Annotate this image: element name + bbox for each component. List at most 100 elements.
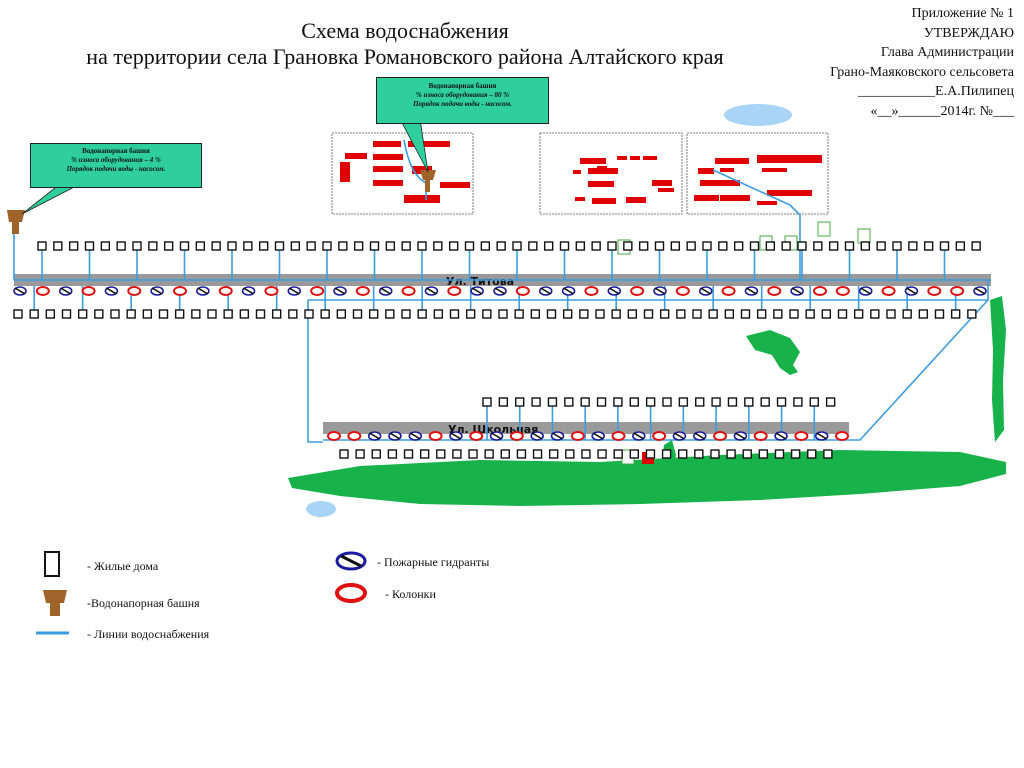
column-ring [35,286,50,296]
water-column [327,431,341,441]
house-shkolnaya-south [597,449,607,459]
house-titova-south [320,309,330,319]
house-titova-north [274,241,285,251]
house-titova-south [239,309,250,319]
hydrant-slash [197,287,209,295]
house-titova-south [336,309,347,319]
house-titova-north [163,241,174,251]
water-column [881,286,896,296]
hydrant-slash [974,287,986,295]
house-titova-north [765,241,776,251]
house-titova-north [401,241,411,251]
legend-house-icon [44,551,60,577]
fire-hydrant [489,431,504,441]
house-titova-north [702,241,712,251]
fire-hydrant [631,431,646,441]
water-column [927,286,942,296]
fire-hydrant [607,286,622,296]
column-ring [570,431,585,441]
hydrant-slash [409,432,421,440]
house-shkolnaya-north [776,397,787,407]
house-shkolnaya-north [678,397,689,407]
legend-lines-label: - Линии водоснабжения [87,627,210,641]
house-titova-south [756,309,767,319]
house-titova-south [465,309,476,319]
building-1 [373,180,403,186]
water-column [355,286,370,296]
house-titova-south [870,309,880,319]
pipe-shkolnaya-west [307,300,323,443]
house-titova-north [100,241,111,251]
column-ring [652,431,667,441]
house-titova-south [401,309,411,319]
district-block-3 [686,132,829,215]
house-titova-south [676,309,686,319]
callout-pointer-center [399,118,429,173]
house-titova-south [805,309,815,319]
map-title-line1: Схема водоснабжения [301,18,509,43]
house-titova-north [971,241,981,251]
fire-hydrant [858,286,873,296]
water-column [509,431,524,441]
water-tower-center [420,170,436,192]
house-titova-north [860,241,871,251]
house-titova-north [781,241,791,251]
house-titova-south [385,309,395,319]
house-titova-south [837,309,848,319]
water-column [515,286,530,296]
hydrant-slash [608,287,620,295]
tower-callout-center-supply: Порядок подачи воды - насосом. [413,100,512,108]
building-2 [617,156,627,160]
water-column [835,286,850,296]
fire-hydrant [388,431,402,441]
approval-date: «__»______2014г. №___ [870,103,1014,119]
house-titova-north [116,241,126,251]
house-titova-south [482,309,492,319]
column-ring [713,431,728,441]
column-ring [721,286,736,296]
fire-hydrant [790,286,804,296]
house-titova-north [543,241,554,251]
column-ring [611,431,626,441]
map-title-line2: на территории села Грановка Романовского… [86,44,724,69]
house-titova-north [195,241,206,251]
hydrant-slash [791,287,803,295]
column-ring [469,431,484,441]
water-column [950,286,965,296]
column-ring [515,286,530,296]
house-titova-south [562,309,573,319]
hydrants-and-columns [13,286,987,441]
house-shkolnaya-north [498,397,509,407]
column-ring [767,286,782,296]
water-column [630,286,645,296]
column-ring [347,431,362,441]
house-titova-north [148,241,158,251]
house-titova-north [654,241,665,251]
building-2 [575,197,585,201]
water-column [35,286,50,296]
house-titova-south [773,309,783,319]
house-titova-south [627,309,638,319]
house-titova-north [353,241,364,251]
house-titova-north [132,241,142,251]
street-shkolnaya [323,422,849,434]
water-column [767,286,782,296]
house-titova-south [659,309,670,319]
house-titova-north [623,241,633,251]
building-1 [404,195,440,203]
column-ring [401,286,416,296]
fire-hydrant [550,431,565,441]
water-column [469,431,484,441]
pond-top [724,104,792,126]
column-ring [881,286,896,296]
building-2 [588,181,614,187]
house-titova-north [385,241,396,251]
hydrant-slash [700,287,712,295]
building-2 [580,158,606,164]
house-shkolnaya-south [823,449,833,459]
column-ring [310,286,325,296]
outbuilding [857,228,871,244]
column-ring [355,286,370,296]
building-2 [643,156,657,160]
